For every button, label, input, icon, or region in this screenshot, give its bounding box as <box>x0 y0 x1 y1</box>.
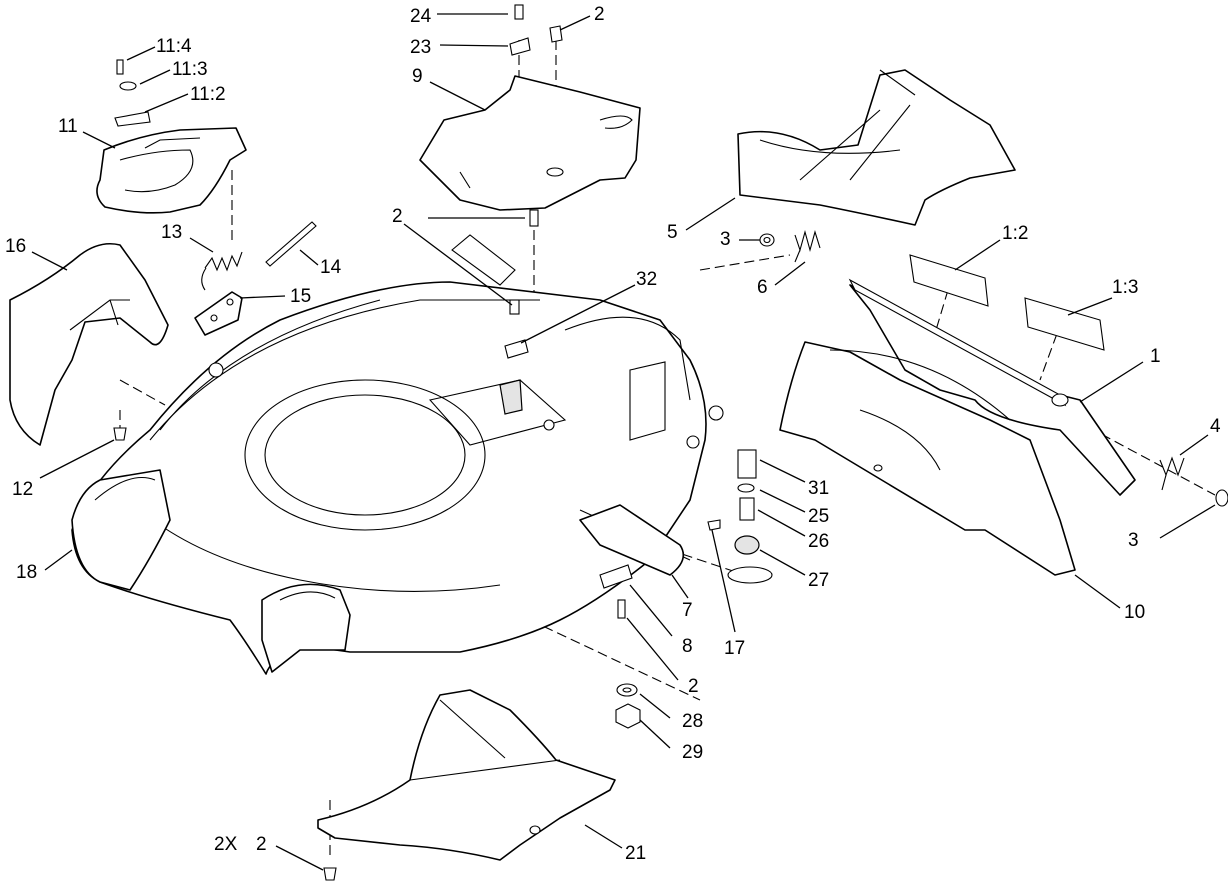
callout-2x: 2X <box>214 834 238 855</box>
screw-part-12 <box>113 427 127 441</box>
shroud-cover-part-11 <box>96 59 247 214</box>
mower-deck-housing <box>71 234 724 675</box>
callout-6: 6 <box>757 277 768 298</box>
callout-15: 15 <box>290 286 311 307</box>
callout-2-bottom: 2 <box>256 834 267 855</box>
baffle-plate-part-9 <box>419 75 641 211</box>
rear-cover-part-5 <box>737 69 1016 226</box>
callout-8: 8 <box>682 636 693 657</box>
fasteners-top <box>509 4 563 56</box>
bracket-part-8 <box>599 564 633 589</box>
deflector-part-21 <box>317 689 616 861</box>
callout-1: 1 <box>1150 346 1161 367</box>
callout-25: 25 <box>808 506 829 527</box>
callout-9: 9 <box>412 66 423 87</box>
callout-11-4: 11:4 <box>156 36 192 57</box>
callout-11-2: 11:2 <box>190 84 226 105</box>
valve-stack-parts-25-31 <box>727 449 773 584</box>
callout-12: 12 <box>12 479 33 500</box>
washer-part-3-left <box>759 233 775 247</box>
plate-part-32 <box>504 209 539 359</box>
leader-lines <box>31 13 1216 871</box>
callout-11-3: 11:3 <box>172 59 208 80</box>
callout-7: 7 <box>682 600 693 621</box>
chute-part-7 <box>579 504 685 576</box>
callout-32: 32 <box>636 269 657 290</box>
callout-10: 10 <box>1124 602 1145 623</box>
callout-11: 11 <box>58 116 78 137</box>
bolt-part-2-low <box>617 599 626 619</box>
callout-4: 4 <box>1210 416 1221 437</box>
callout-17: 17 <box>724 638 745 659</box>
callout-31: 31 <box>808 478 829 499</box>
callout-3-left: 3 <box>720 229 731 250</box>
callout-2-top: 2 <box>594 4 605 25</box>
washer-part-3-right <box>1215 489 1228 507</box>
spring-part-13 <box>201 251 243 291</box>
bracket-part-15 <box>194 291 243 336</box>
washer-part-28 <box>616 683 638 697</box>
callout-1-3: 1:3 <box>1112 277 1138 298</box>
decal-parts-1-2-1-3 <box>909 254 1105 351</box>
rear-flap-part-10 <box>779 341 1076 576</box>
callout-16: 16 <box>5 236 26 257</box>
callout-18: 18 <box>16 562 37 583</box>
nut-part-29 <box>615 703 641 729</box>
callout-26: 26 <box>808 531 829 552</box>
rod-part-14 <box>265 221 317 267</box>
spring-part-6 <box>794 229 821 263</box>
callout-labels: 24 23 2 9 11:4 11:3 11:2 11 16 13 14 15 … <box>5 4 1221 864</box>
callout-2-mid: 2 <box>392 206 403 227</box>
callout-29: 29 <box>682 742 703 763</box>
callout-1-2: 1:2 <box>1002 223 1028 244</box>
spring-part-4 <box>1159 456 1185 491</box>
callout-3-right: 3 <box>1128 530 1139 551</box>
screw-part-17 <box>707 519 721 531</box>
callout-2-low: 2 <box>688 676 699 697</box>
side-cover-part-16 <box>9 242 169 446</box>
callout-13: 13 <box>161 222 182 243</box>
callout-28: 28 <box>682 711 703 732</box>
callout-24: 24 <box>410 6 432 27</box>
callout-27: 27 <box>808 570 829 591</box>
callout-5: 5 <box>667 222 678 243</box>
callout-21: 21 <box>625 843 646 864</box>
callout-14: 14 <box>320 257 342 278</box>
callout-23: 23 <box>410 37 431 58</box>
bolt-part-2-bottom <box>323 867 337 881</box>
